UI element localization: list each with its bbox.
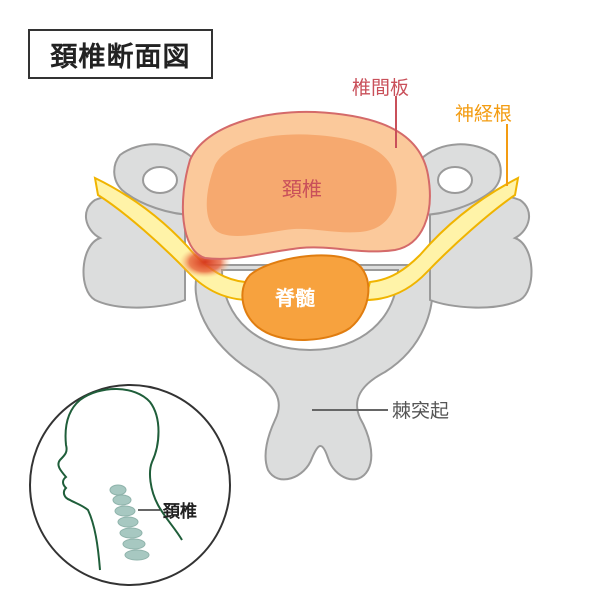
vertebral-body bbox=[206, 134, 397, 236]
inset-cervical-spine bbox=[109, 484, 150, 561]
label-nerve-root: 神経根 bbox=[455, 103, 512, 125]
title-box: 頚椎断面図 bbox=[28, 29, 213, 79]
right-transverse-foramen bbox=[437, 166, 473, 194]
left-transverse-foramen bbox=[142, 166, 178, 194]
label-vertebra: 頚椎 bbox=[282, 177, 322, 201]
label-inset-vertebra: 頚椎 bbox=[162, 501, 197, 522]
label-spinal-cord: 脊髄 bbox=[274, 286, 315, 310]
inset-head-outline bbox=[57, 388, 183, 571]
label-spinous-process: 棘突起 bbox=[392, 400, 449, 422]
label-disc: 椎間板 bbox=[352, 77, 409, 99]
page-title: 頚椎断面図 bbox=[50, 41, 191, 73]
spinal-cord bbox=[241, 254, 370, 341]
inset-head-illustration bbox=[29, 384, 231, 586]
